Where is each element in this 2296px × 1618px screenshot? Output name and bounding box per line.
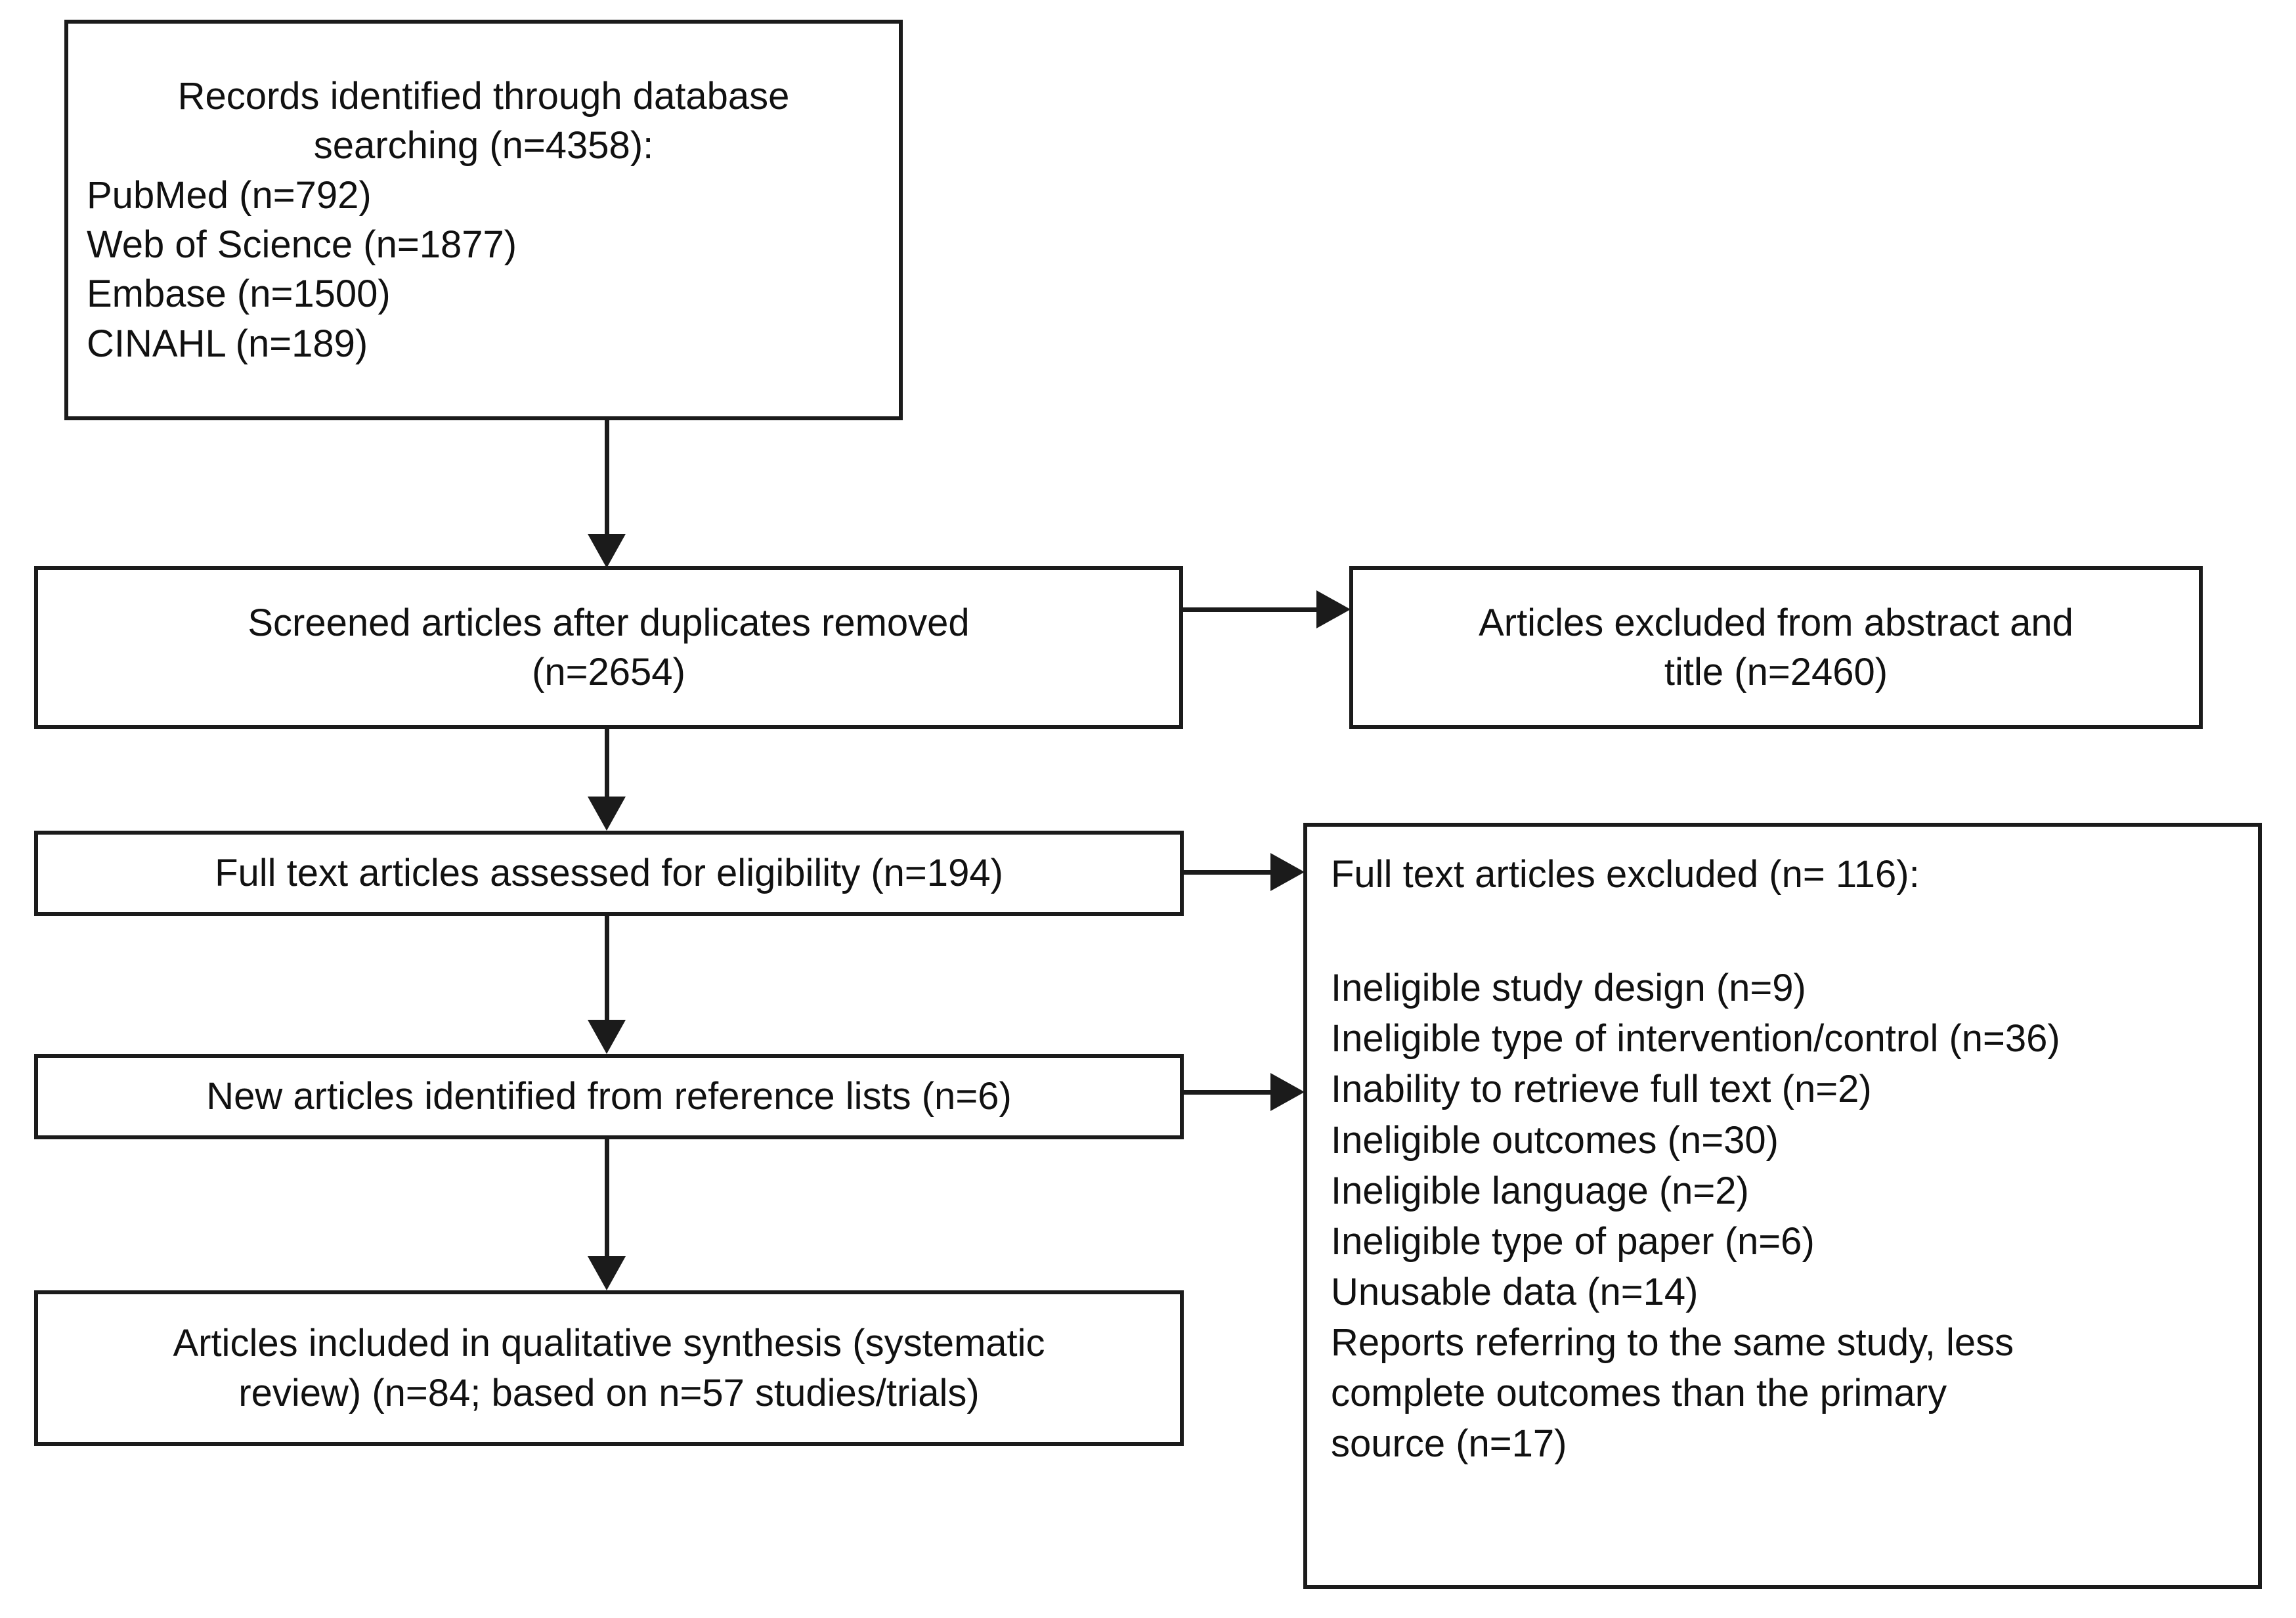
arrow-right-icon-fulltext-to-excluded [1270, 853, 1305, 891]
ft-excluded-reason-study-design: Ineligible study design (n=9) [1331, 967, 1806, 1010]
ft-excluded-reason-duplicate-reports-1: Reports referring to the same study, les… [1331, 1321, 2014, 1364]
box-excluded-abstract-title: Articles excluded from abstract and titl… [1349, 566, 2203, 729]
connector-fulltext-to-excluded [1184, 870, 1272, 875]
box-new-articles-references: New articles identified from reference l… [34, 1054, 1184, 1139]
arrow-right-icon-screened-to-excluded [1316, 590, 1351, 628]
included-line-1: Articles included in qualitative synthes… [173, 1322, 1045, 1365]
records-source-web-of-science: Web of Science (n=1877) [87, 223, 517, 266]
connector-fulltext-to-newarticles [605, 916, 609, 1020]
screened-line-2: (n=2654) [532, 651, 685, 693]
fulltext-line-1: Full text articles assessed for eligibil… [215, 852, 1003, 895]
box-screened-articles: Screened articles after duplicates remov… [34, 566, 1183, 729]
connector-newarticles-to-excluded [1184, 1090, 1272, 1095]
records-source-embase: Embase (n=1500) [87, 273, 391, 316]
connector-screened-to-excluded [1183, 607, 1318, 612]
connector-screened-to-fulltext [605, 729, 609, 797]
newarticles-line-1: New articles identified from reference l… [206, 1075, 1012, 1118]
arrow-right-icon-newarticles-to-excluded [1270, 1073, 1305, 1111]
box-full-text-excluded-reasons: Full text articles excluded (n= 116): In… [1303, 823, 2262, 1589]
ft-excluded-reason-language: Ineligible language (n=2) [1331, 1169, 1749, 1212]
box-full-text-assessed: Full text articles assessed for eligibil… [34, 831, 1184, 916]
records-source-pubmed: PubMed (n=792) [87, 173, 372, 217]
ft-excluded-reason-unusable-data: Unusable data (n=14) [1331, 1270, 1699, 1313]
ft-excluded-heading: Full text articles excluded (n= 116): [1331, 853, 1920, 896]
records-line-2: searching (n=4358): [313, 124, 654, 167]
excluded-at-line-1: Articles excluded from abstract and [1479, 601, 2073, 644]
connector-newarticles-to-included [605, 1139, 609, 1256]
records-source-cinahl: CINAHL (n=189) [87, 322, 368, 365]
arrow-down-icon-newarticles-to-included [588, 1256, 626, 1290]
box-articles-included: Articles included in qualitative synthes… [34, 1290, 1184, 1446]
connector-records-to-screened [605, 420, 609, 534]
screened-line-1: Screened articles after duplicates remov… [248, 601, 970, 644]
ft-excluded-reason-duplicate-reports-3: source (n=17) [1331, 1422, 1567, 1466]
ft-excluded-reason-type-of-paper: Ineligible type of paper (n=6) [1331, 1219, 1815, 1263]
arrow-down-icon-records-to-screened [588, 534, 626, 568]
included-line-2: review) (n=84; based on n=57 studies/tri… [238, 1371, 980, 1414]
ft-excluded-reason-duplicate-reports-2: complete outcomes than the primary [1331, 1372, 1947, 1415]
ft-excluded-reason-retrieve-full-text: Inability to retrieve full text (n=2) [1331, 1068, 1872, 1111]
box-records-identified: Records identified through database sear… [64, 20, 903, 420]
excluded-at-line-2: title (n=2460) [1664, 651, 1888, 693]
arrow-down-icon-fulltext-to-newarticles [588, 1020, 626, 1054]
ft-excluded-reason-intervention-control: Ineligible type of intervention/control … [1331, 1017, 2060, 1060]
ft-excluded-reason-outcomes: Ineligible outcomes (n=30) [1331, 1118, 1779, 1162]
records-line-1: Records identified through database [177, 74, 790, 118]
arrow-down-icon-screened-to-fulltext [588, 797, 626, 831]
